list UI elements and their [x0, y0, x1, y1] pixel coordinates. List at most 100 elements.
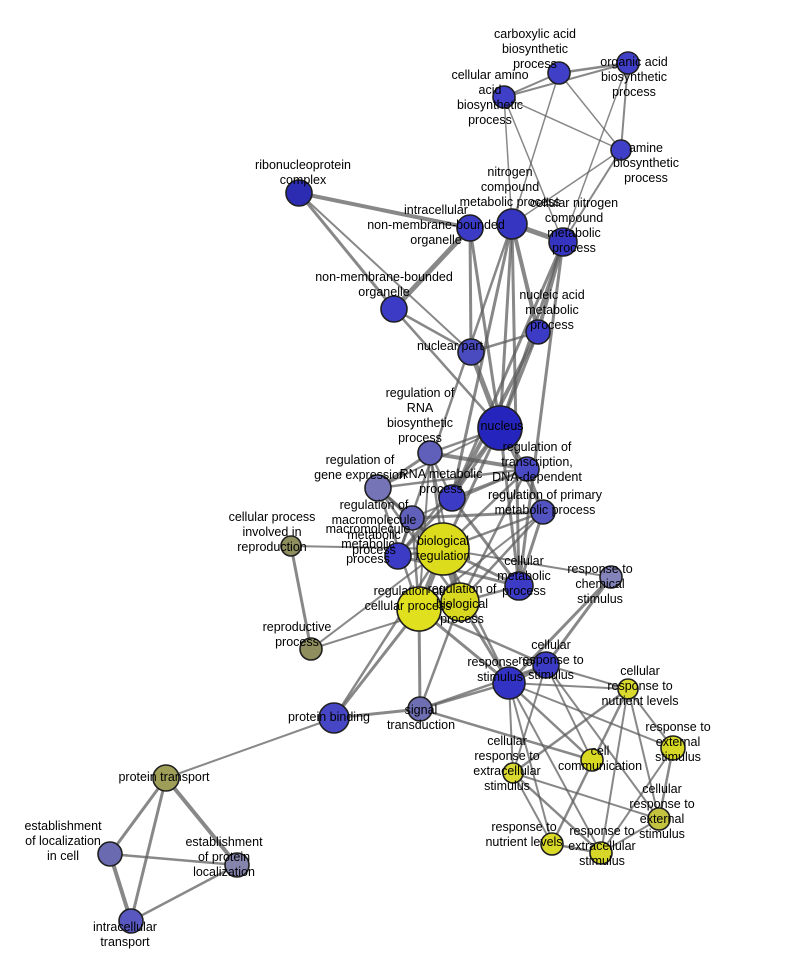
node-response-to-stimulus[interactable] [492, 666, 526, 700]
node-nuclear-part[interactable] [457, 338, 485, 366]
node-nucleic-acid-metabolic-process[interactable] [525, 319, 551, 345]
edge-cellular-response-to-stimulus--signal-transduction [418, 663, 548, 711]
node-cellular-nitrogen-compound-metabolic-process[interactable] [548, 227, 578, 257]
node-regulation-of-transcription-dna-dependent[interactable] [514, 456, 540, 482]
edge-ribonucleoprotein-complex--nuclear-part [298, 192, 472, 353]
node-regulation-of-cellular-process[interactable] [396, 586, 442, 632]
edge-protein-transport--protein-binding [165, 717, 335, 779]
node-rna-metabolic-process[interactable] [438, 484, 466, 512]
edge-protein-transport--intracellular-transport [129, 776, 168, 923]
node-cellular-amino-acid-biosynthetic-process[interactable] [492, 85, 516, 109]
node-regulation-of-macromolecule-metabolic-process[interactable] [399, 505, 425, 531]
edge-cellular-amino-acid-biosynthetic-process--nitrogen-compound-metabolic-process [503, 96, 513, 225]
node-establishment-of-localization-in-cell[interactable] [97, 841, 123, 867]
node-regulation-of-gene-expression[interactable] [364, 474, 392, 502]
node-label-protein-transport: protein transport [118, 770, 210, 784]
node-cellular-response-to-nutrient-levels[interactable] [617, 678, 639, 700]
edge-cellular-process-involved-in-reproduction--reproductive-process [289, 544, 313, 651]
edge-nitrogen-compound-metabolic-process--cellular-metabolic-process [510, 222, 521, 588]
node-nitrogen-compound-metabolic-process[interactable] [496, 208, 528, 240]
edge-response-to-nutrient-levels--cellular-response-to-extracellular-stimulus [512, 772, 553, 845]
edge-cellular-response-to-stimulus--cell-communication [545, 664, 593, 761]
node-cellular-response-to-stimulus[interactable] [532, 651, 560, 679]
edge-carboxylic-acid-biosynthetic-process--nitrogen-compound-metabolic-process [511, 72, 560, 225]
edge-non-membrane-bounded-organelle--nucleus [392, 307, 502, 430]
edge-amine-biosynthetic-process--nitrogen-compound-metabolic-process [511, 149, 622, 225]
node-establishment-of-protein-localization[interactable] [224, 852, 250, 878]
edge-macromolecule-metabolic-process--cellular-metabolic-process [396, 554, 521, 588]
edge-amine-biosynthetic-process--cellular-nitrogen-compound-metabolic-process [562, 149, 622, 243]
node-signal-transduction[interactable] [407, 696, 433, 722]
node-carboxylic-acid-biosynthetic-process[interactable] [547, 61, 571, 85]
node-intracellular-transport[interactable] [118, 908, 144, 934]
edge-nitrogen-compound-metabolic-process--macromolecule-metabolic-process [396, 222, 514, 558]
edge-cellular-response-to-stimulus--regulation-of-cellular-process [417, 607, 548, 667]
edge-cellular-nitrogen-compound-metabolic-process--rna-metabolic-process [450, 240, 565, 500]
edge-protein-binding--regulation-of-cellular-process [332, 607, 421, 720]
node-amine-biosynthetic-process[interactable] [610, 139, 632, 161]
node-protein-binding[interactable] [318, 702, 350, 734]
node-cell-communication[interactable] [580, 748, 604, 772]
edge-nitrogen-compound-metabolic-process--nucleic-acid-metabolic-process [510, 222, 540, 334]
edge-nitrogen-compound-metabolic-process--rna-metabolic-process [450, 222, 514, 500]
node-intracellular-non-membrane-bounded-organelle[interactable] [456, 214, 484, 242]
node-cellular-response-to-extracellular-stimulus[interactable] [502, 762, 524, 784]
node-regulation-of-primary-metabolic-process[interactable] [530, 499, 556, 525]
edge-intracellular-non-membrane-bounded-organelle--nucleus [468, 226, 502, 430]
edge-regulation-of-rna-biosynthetic-process--regulation-of-transcription-dna-dependent [428, 451, 529, 471]
edge-establishment-of-localization-in-cell--establishment-of-protein-localization [108, 852, 239, 867]
node-macromolecule-metabolic-process[interactable] [384, 542, 412, 570]
edge-response-to-stimulus--response-to-extracellular-stimulus [508, 682, 602, 854]
node-nucleus[interactable] [477, 405, 523, 451]
node-regulation-of-biological-process[interactable] [440, 582, 480, 622]
node-response-to-nutrient-levels[interactable] [540, 832, 564, 856]
edge-signal-transduction--cell-communication [418, 707, 594, 762]
node-cellular-metabolic-process[interactable] [504, 571, 534, 601]
edge-rna-metabolic-process--cellular-metabolic-process [450, 496, 521, 588]
node-reproductive-process[interactable] [299, 637, 323, 661]
edge-carboxylic-acid-biosynthetic-process--amine-biosynthetic-process [558, 72, 622, 151]
edge-ribonucleoprotein-complex--non-membrane-bounded-organelle [297, 191, 396, 311]
node-response-to-external-stimulus[interactable] [660, 735, 686, 761]
node-regulation-of-rna-biosynthetic-process[interactable] [417, 440, 443, 466]
edge-response-to-external-stimulus--response-to-extracellular-stimulus [600, 747, 674, 854]
node-response-to-chemical-stimulus[interactable] [599, 565, 623, 589]
node-biological-regulation[interactable] [416, 522, 470, 576]
edge-response-to-extracellular-stimulus--cellular-response-to-extracellular-stimulus [511, 771, 603, 855]
node-layer [97, 51, 686, 934]
node-organic-acid-biosynthetic-process[interactable] [616, 51, 640, 75]
edge-regulation-of-biological-process--regulation-of-primary-metabolic-process [458, 510, 545, 604]
node-protein-transport[interactable] [152, 764, 180, 792]
edge-cellular-amino-acid-biosynthetic-process--amine-biosynthetic-process [503, 96, 622, 151]
node-response-to-extracellular-stimulus[interactable] [589, 841, 613, 865]
node-cellular-process-involved-in-reproduction[interactable] [280, 535, 302, 557]
edge-intracellular-non-membrane-bounded-organelle--nuclear-part [468, 226, 473, 354]
node-cellular-response-to-external-stimulus[interactable] [647, 807, 671, 831]
edge-nitrogen-compound-metabolic-process--nucleus [498, 222, 514, 430]
node-non-membrane-bounded-organelle[interactable] [380, 295, 408, 323]
node-ribonucleoprotein-complex[interactable] [285, 179, 313, 207]
